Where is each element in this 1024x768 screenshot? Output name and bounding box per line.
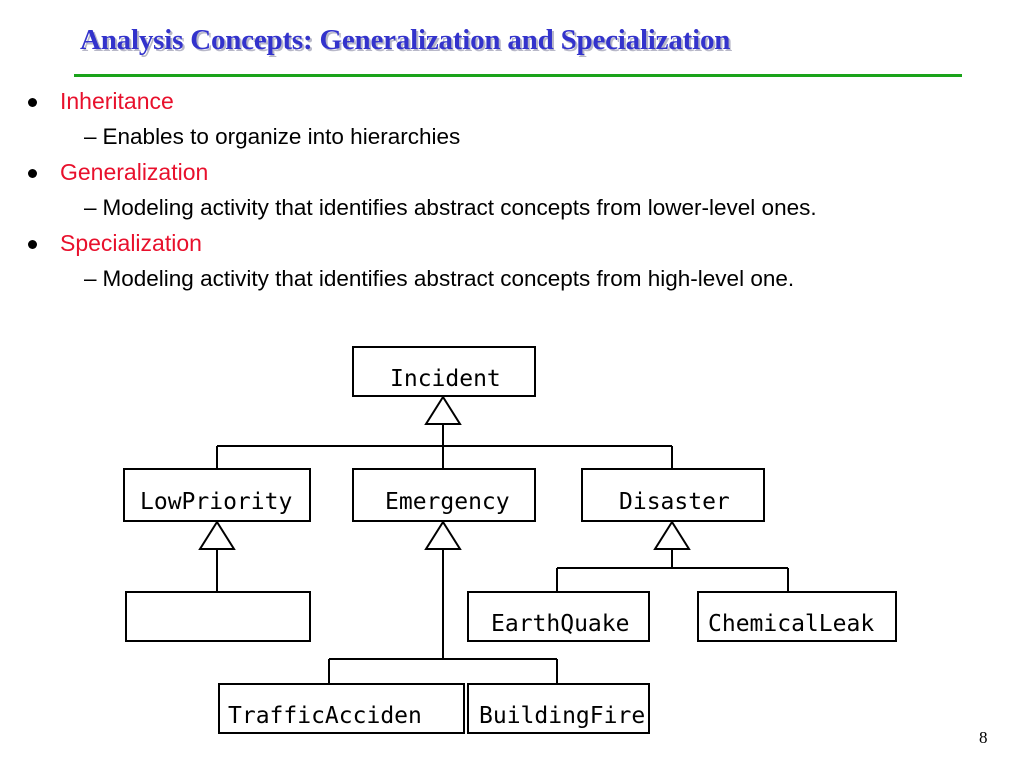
class-disaster: Disaster (581, 468, 765, 522)
class-low-priority-child (125, 591, 311, 642)
dash-icon: – (84, 266, 97, 291)
title-underline (74, 74, 962, 77)
bullet-specialization: Specialization (28, 230, 202, 257)
sub-bullet-text: Modeling activity that identifies abstra… (102, 195, 817, 220)
bullet-dot-icon (28, 169, 37, 178)
class-low-priority: LowPriority (123, 468, 311, 522)
bullet-dot-icon (28, 240, 37, 249)
dash-icon: – (84, 195, 97, 220)
class-chemical-leak: ChemicalLeak (697, 591, 897, 642)
class-name: Emergency (385, 489, 510, 515)
class-name: ChemicalLeak (708, 611, 874, 637)
connector-lines (328, 549, 558, 684)
connector-lines (216, 424, 673, 469)
inheritance-arrow-icon (424, 520, 462, 550)
slide-title: Analysis Concepts: Generalization and Sp… (80, 24, 731, 56)
class-traffic-accident: TrafficAcciden (218, 683, 465, 734)
class-building-fire: BuildingFire (467, 683, 650, 734)
class-name: Incident (390, 366, 501, 392)
bullet-dot-icon (28, 98, 37, 107)
class-name: Disaster (619, 489, 730, 515)
class-emergency: Emergency (352, 468, 536, 522)
class-name: LowPriority (140, 489, 292, 515)
bullet-inheritance: Inheritance (28, 88, 174, 115)
inheritance-arrow-icon (424, 395, 462, 425)
sub-bullet-inheritance: –Enables to organize into hierarchies (84, 124, 460, 150)
sub-bullet-text: Modeling activity that identifies abstra… (102, 266, 795, 291)
bullet-generalization: Generalization (28, 159, 209, 186)
class-name: BuildingFire (479, 703, 645, 729)
bullet-term: Inheritance (60, 88, 174, 114)
dash-icon: – (84, 124, 97, 149)
class-incident: Incident (352, 346, 536, 397)
class-name: EarthQuake (491, 611, 629, 637)
sub-bullet-generalization: –Modeling activity that identifies abstr… (84, 195, 817, 221)
bullet-term: Generalization (60, 159, 209, 185)
connector-lines (556, 549, 789, 592)
sub-bullet-specialization: –Modeling activity that identifies abstr… (84, 266, 794, 292)
inheritance-arrow-icon (653, 520, 691, 550)
bullet-term: Specialization (60, 230, 202, 256)
page-number: 8 (979, 728, 988, 747)
class-earthquake: EarthQuake (467, 591, 650, 642)
class-name: TrafficAcciden (228, 703, 422, 729)
inheritance-arrow-icon (198, 520, 236, 550)
sub-bullet-text: Enables to organize into hierarchies (102, 124, 461, 149)
